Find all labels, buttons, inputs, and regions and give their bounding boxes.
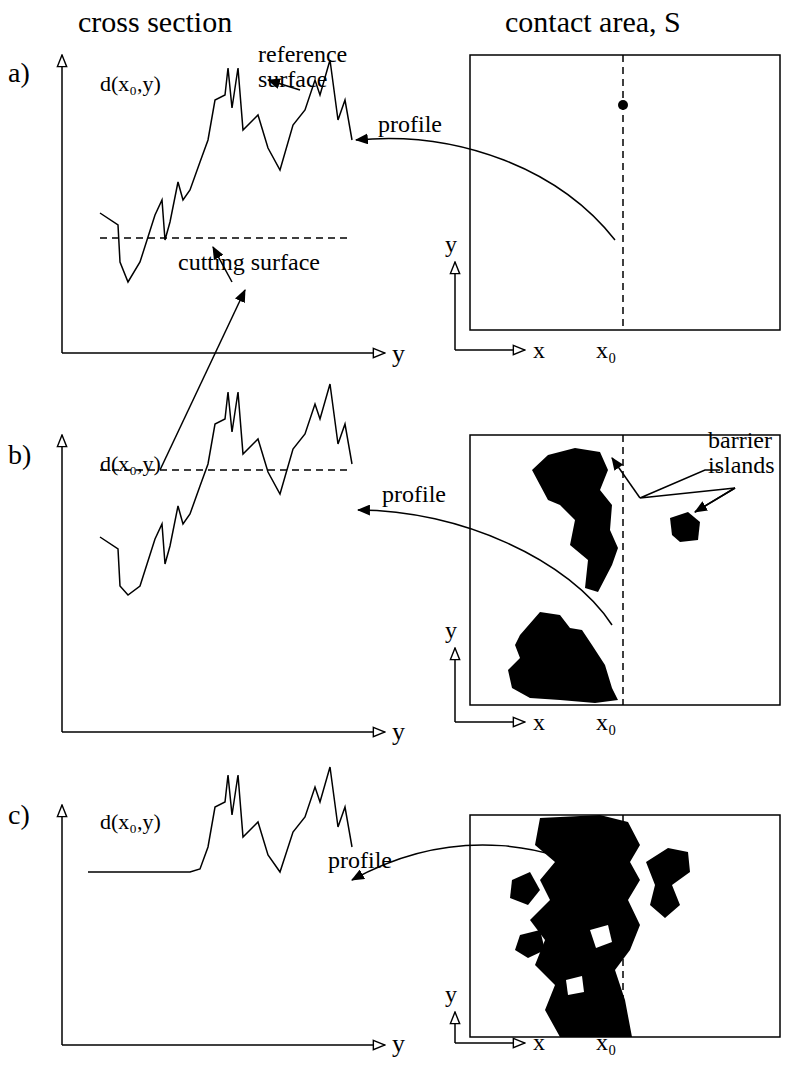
plot-axis: [62, 352, 385, 354]
axis-label: y: [392, 340, 405, 367]
callout-label: profile: [378, 112, 442, 137]
profile-curve: [100, 384, 352, 595]
cutting-line: [100, 237, 352, 239]
axis-label: d(x₀,y): [100, 452, 161, 475]
callout-label: profile: [328, 848, 392, 873]
axis-label: x: [533, 338, 545, 363]
profile-curve: [88, 767, 352, 872]
axis-label: y: [392, 718, 405, 745]
contact-areas: [470, 55, 780, 1037]
axis-label: x: [533, 1030, 545, 1055]
axis-label: y: [445, 982, 457, 1007]
axis-label: x₀: [596, 338, 616, 363]
callout-label: barrier islands: [708, 428, 793, 478]
plot-axis: [61, 805, 63, 1045]
callout-label: reference surface: [258, 42, 368, 92]
callout-label: cutting surface: [178, 250, 320, 275]
axis-label: d(x₀,y): [100, 810, 161, 833]
panel-letter: b): [8, 440, 31, 469]
panel-letter: a): [8, 58, 30, 87]
axis-label: y: [445, 618, 457, 643]
point-marker: [618, 100, 628, 110]
panel-letter: c): [8, 800, 30, 829]
axis-label: y: [392, 1030, 405, 1057]
small-axes: [455, 262, 525, 1043]
plot-axis: [61, 435, 63, 732]
leader-lines: [160, 80, 735, 880]
column-heading: contact area, S: [505, 6, 681, 38]
axis-label: x₀: [596, 1030, 616, 1055]
axis-label: d(x₀,y): [100, 72, 161, 95]
axis-label: x: [533, 710, 545, 735]
plot-axis: [62, 731, 385, 733]
plot-axis: [61, 55, 63, 353]
contact-islands: [508, 448, 700, 1037]
callout-label: profile: [382, 482, 446, 507]
column-heading: cross section: [78, 6, 232, 38]
axis-label: x₀: [596, 710, 616, 735]
plot-axis: [62, 1044, 385, 1046]
axis-label: y: [445, 232, 457, 257]
profile-curve: [100, 60, 352, 282]
